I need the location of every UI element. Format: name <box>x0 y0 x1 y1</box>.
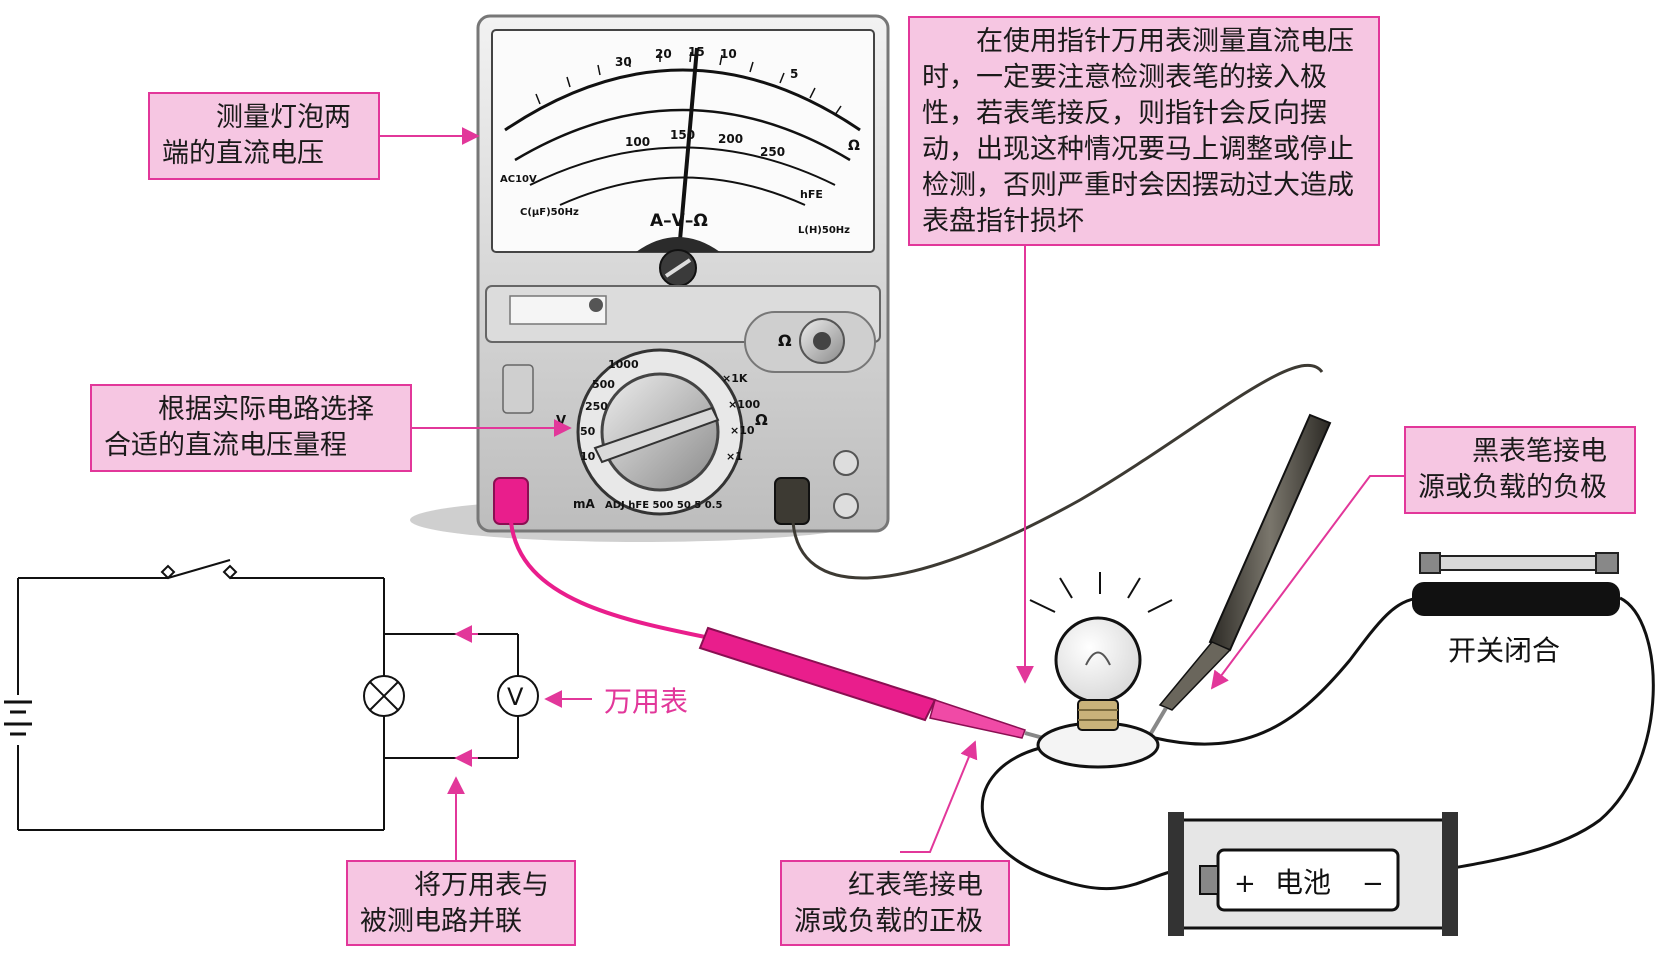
range-selector-pointer <box>593 406 720 464</box>
multimeter: 30 20 15 10 5 100 150 200 250 AC10V C(μF… <box>410 14 890 542</box>
scale-arc-top <box>504 68 861 132</box>
scale-ticks <box>535 51 842 116</box>
mid-scale-3: 250 <box>760 145 785 159</box>
dial-v-symbol: V <box>556 414 566 429</box>
dial-v-4: 1000 <box>608 358 639 371</box>
top-scale-0: 30 <box>615 55 632 69</box>
dial-v-3: 500 <box>592 378 615 391</box>
battery-label: 电池 <box>1275 866 1331 899</box>
screw-slot <box>664 258 692 278</box>
ac10v-label: AC10V <box>500 174 537 185</box>
dial-bottom-scale: ADJ hFE 500 50 5 0.5 <box>605 500 722 511</box>
switch-closed-label: 开关闭合 <box>1448 634 1560 667</box>
ohm-adjust-knob-center <box>813 332 831 350</box>
lamp-icon <box>1029 572 1173 769</box>
label-polarity-note: 在使用指针万用表测量直流电压时，一定要注意检测表笔的接入极性，若表笔接反，则指针… <box>908 16 1380 246</box>
label-red-probe: 红表笔接电源或负载的正极 <box>780 860 1010 946</box>
voltmeter-symbol: V <box>507 683 524 711</box>
black-probe-plug[interactable] <box>774 477 810 525</box>
jack-aux-2[interactable] <box>833 493 859 519</box>
mid-scale-0: 100 <box>625 135 650 149</box>
dial-ma-label: mA <box>573 497 596 511</box>
mid-scale-2: 200 <box>718 132 743 146</box>
black-probe[interactable] <box>1148 413 1332 737</box>
transistor-socket <box>502 364 534 414</box>
label-multimeter: 万用表 <box>604 685 689 718</box>
schematic-switch-blade <box>167 559 231 579</box>
scale-arc-4 <box>559 176 806 206</box>
dial-ohm-range-symbol: Ω <box>755 411 768 429</box>
dial-ohm-1: ×100 <box>728 398 761 411</box>
hfe-label: hFE <box>800 188 823 201</box>
red-probe-lead <box>509 521 721 642</box>
needle-pivot-cover <box>636 237 720 252</box>
wire-lamp-switch <box>1154 596 1421 746</box>
label-select-range: 根据实际电路选择合适的直流电压量程 <box>90 384 412 472</box>
label-black-probe: 黑表笔接电源或负载的负极 <box>1404 426 1636 514</box>
dial-v-1: 50 <box>580 425 596 438</box>
arrow-black-probe <box>1210 475 1404 690</box>
wire-lamp-battery <box>980 746 1171 891</box>
voltmeter-icon: V <box>497 675 539 717</box>
meter-window <box>509 295 607 325</box>
dial-ohm-3: ×1 <box>726 450 743 463</box>
label-parallel: 将万用表与被测电路并联 <box>346 860 576 946</box>
scale-arc-3 <box>529 146 836 186</box>
schematic-switch-contact-left <box>160 564 176 580</box>
red-probe[interactable] <box>698 626 1059 744</box>
cuf-label: C(μF)50Hz <box>520 207 579 218</box>
wire-switch-battery <box>1429 596 1655 874</box>
scale-arc-2 <box>514 108 851 162</box>
dial-ohm-2: ×10 <box>730 424 755 437</box>
battery-minus: − <box>1362 869 1384 899</box>
top-scale-3: 10 <box>720 47 737 61</box>
scale-unit-label: A–V–Ω <box>650 211 708 231</box>
dial-v-2: 250 <box>585 400 608 413</box>
black-probe-lead <box>791 364 1324 580</box>
jack-aux-1[interactable] <box>833 450 859 476</box>
label-measure-dc: 测量灯泡两端的直流电压 <box>148 92 380 180</box>
top-scale-4: 5 <box>790 67 798 81</box>
dial-ohm-symbol: Ω <box>848 138 860 154</box>
indicator-dot <box>589 298 603 312</box>
dial-v-0: 10 <box>580 450 596 463</box>
ohm-adjust-symbol: Ω <box>778 331 792 350</box>
red-probe-plug[interactable] <box>493 477 529 525</box>
schematic-switch-contact-right <box>222 564 238 580</box>
arrow-red-probe <box>900 740 978 853</box>
lh-label: L(H)50Hz <box>798 225 850 236</box>
top-scale-1: 20 <box>655 47 672 61</box>
dial-ohm-0: ×1K <box>722 372 748 385</box>
schematic-lamp-icon <box>363 675 405 717</box>
meter-needle <box>678 47 699 241</box>
switch-icon[interactable] <box>1412 552 1620 616</box>
battery-icon: + 电池 − <box>1168 812 1458 936</box>
battery-plus: + <box>1234 869 1256 899</box>
schematic <box>4 559 519 831</box>
